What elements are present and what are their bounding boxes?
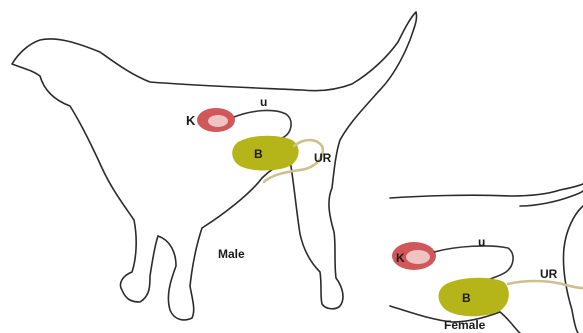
female-urethra-line [508,281,583,288]
male-ureter-label: u [260,95,267,109]
female-caption: Female [444,318,486,332]
female-body-top-outline [390,184,583,198]
female-ureter-line [434,246,513,280]
female-ureter-label: u [478,235,485,249]
female-hindleg-outline [500,312,520,333]
female-kidney-label: K [396,251,405,265]
female-bladder-label: B [462,291,471,305]
male-kidney-inner [208,115,228,127]
female-urethra-label: UR [540,267,558,281]
female-bladder [439,278,509,317]
male-kidney-label: K [186,113,196,128]
female-dog-inset: K u B UR Female [390,184,583,333]
female-body-inner-outline [520,191,583,206]
male-bladder [232,136,298,171]
female-rear-outline [563,206,583,333]
male-caption: Male [218,247,245,261]
male-dog-figure: K u B UR Male [12,12,417,320]
male-dog-body-outline [12,12,417,320]
female-kidney-inner [406,250,430,264]
male-bladder-label: B [254,147,263,161]
male-urethra-label: UR [314,151,332,165]
